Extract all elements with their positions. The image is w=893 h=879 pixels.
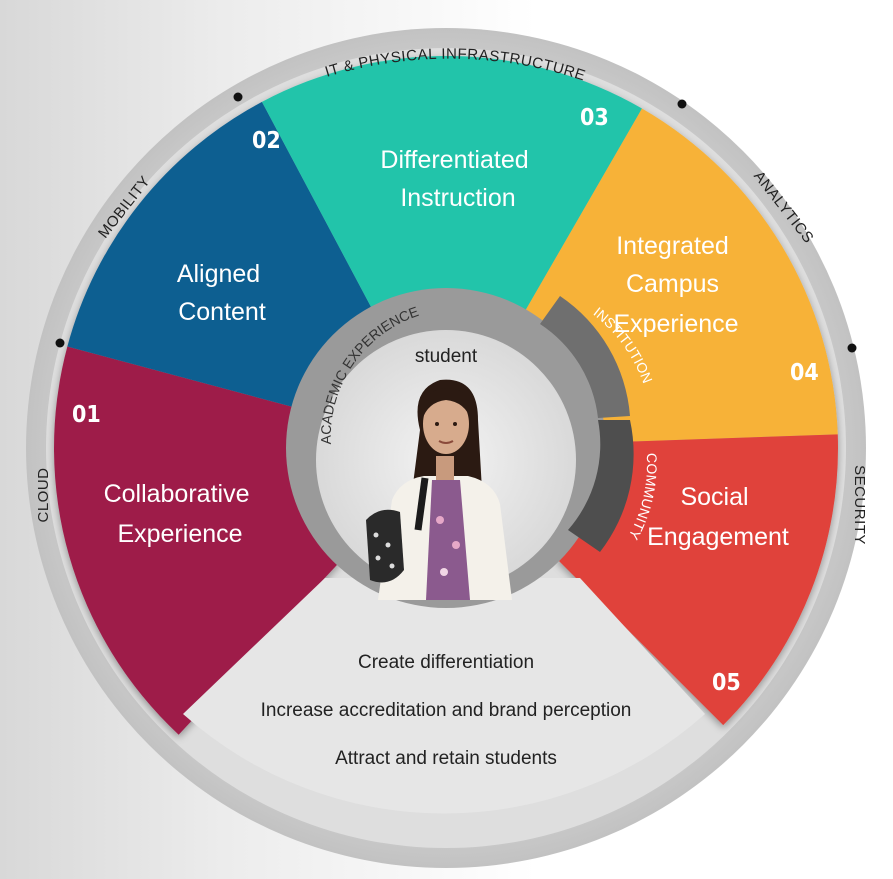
outcome-2: Increase accreditation and brand percept… [261, 700, 632, 721]
institution-arc [540, 296, 630, 418]
ring-label-security: SECURITY [851, 465, 868, 545]
student-photo-icon [366, 379, 512, 600]
segment-number-02: 02 [252, 128, 281, 154]
segment-title-integrated: Integrated Campus Experience [613, 232, 738, 338]
segment-number-04: 04 [790, 360, 819, 386]
ring-label-cloud: CLOUD [35, 467, 52, 522]
segment-title-aligned: Aligned Content [177, 260, 267, 326]
segment-differentiated [261, 55, 642, 314]
outcome-1: Create differentiation [358, 652, 534, 673]
segment-aligned [67, 101, 374, 408]
ring-bullet [677, 99, 687, 109]
segment-number-03: 03 [580, 105, 609, 131]
community-arc [568, 420, 634, 552]
segment-title-social: Social Engagement [647, 483, 789, 551]
segment-social [555, 434, 839, 726]
student-label: student [415, 346, 478, 367]
ring-bullet [55, 338, 65, 348]
segment-title-differentiated: Differentiated Instruction [380, 146, 535, 212]
ring-bullet [233, 92, 243, 102]
segment-title-collaborative: Collaborative Experience [104, 480, 257, 548]
outcome-3: Attract and retain students [335, 748, 557, 769]
segment-number-01: 01 [72, 402, 101, 428]
outcome-panel [183, 578, 705, 814]
ring-bullet [847, 343, 857, 353]
segment-number-05: 05 [712, 670, 741, 696]
